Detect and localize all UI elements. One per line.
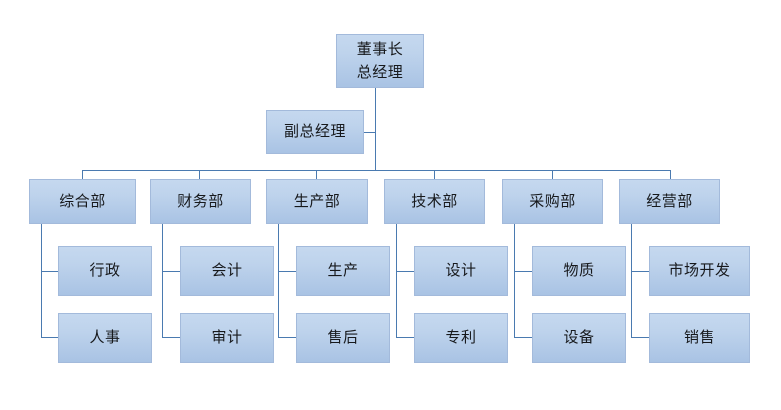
- node-department-3[interactable]: 生产部: [266, 179, 368, 224]
- node-department-5[interactable]: 采购部: [502, 179, 603, 224]
- connector-branch-2-b: [162, 337, 180, 338]
- connector-deputy-stub: [364, 132, 376, 133]
- node-subunit-5-a-label: 物质: [563, 262, 595, 280]
- node-department-5-label: 采购部: [529, 192, 576, 210]
- node-department-4[interactable]: 技术部: [384, 179, 485, 224]
- node-subunit-1-b-label: 人事: [89, 329, 121, 347]
- node-subunit-6-b[interactable]: 销售: [649, 313, 750, 363]
- connector-branch-3-b: [278, 337, 296, 338]
- node-department-4-label: 技术部: [411, 192, 458, 210]
- node-subunit-5-b-label: 设备: [563, 329, 595, 347]
- node-department-1-label: 综合部: [59, 192, 106, 210]
- node-subunit-4-a[interactable]: 设计: [414, 246, 508, 296]
- connector-branch-2-a: [162, 271, 180, 272]
- node-department-6-label: 经营部: [646, 192, 693, 210]
- node-subunit-4-b[interactable]: 专利: [414, 313, 508, 363]
- node-subunit-5-a[interactable]: 物质: [532, 246, 626, 296]
- node-department-6[interactable]: 经营部: [619, 179, 720, 224]
- connector-drop-dept-5: [552, 170, 553, 179]
- node-chairman-gm-line2: 总经理: [356, 64, 404, 81]
- connector-drop-dept-1: [82, 170, 83, 179]
- connector-drop-dept-6: [670, 170, 671, 179]
- node-subunit-6-a[interactable]: 市场开发: [649, 246, 750, 296]
- node-subunit-4-b-label: 专利: [445, 329, 477, 347]
- connector-branch-4-b: [396, 337, 414, 338]
- connector-department-bus: [82, 170, 671, 171]
- connector-spine-dept-1: [41, 224, 42, 337]
- connector-spine-dept-6: [631, 224, 632, 337]
- connector-branch-1-a: [41, 271, 59, 272]
- node-subunit-6-b-label: 销售: [683, 329, 715, 347]
- node-subunit-3-a-label: 生产: [327, 262, 359, 280]
- connector-branch-4-a: [396, 271, 414, 272]
- connector-spine-dept-3: [278, 224, 279, 337]
- node-subunit-5-b[interactable]: 设备: [532, 313, 626, 363]
- connector-branch-6-a: [631, 271, 649, 272]
- node-chairman-gm-line1: 董事长: [356, 40, 404, 58]
- node-subunit-2-b-label: 审计: [211, 329, 243, 347]
- connector-branch-5-b: [514, 337, 532, 338]
- connector-drop-dept-2: [199, 170, 200, 179]
- node-deputy-gm-label: 副总经理: [283, 123, 346, 141]
- node-deputy-gm[interactable]: 副总经理: [266, 110, 364, 154]
- node-chairman-gm[interactable]: 董事长 总经理: [336, 34, 424, 88]
- connector-drop-dept-3: [316, 170, 317, 179]
- node-subunit-2-a-label: 会计: [211, 262, 243, 280]
- node-department-1[interactable]: 综合部: [29, 179, 136, 224]
- connector-trunk-vertical: [375, 88, 376, 171]
- node-subunit-2-a[interactable]: 会计: [180, 246, 274, 296]
- node-subunit-2-b[interactable]: 审计: [180, 313, 274, 363]
- connector-branch-3-a: [278, 271, 296, 272]
- node-subunit-3-b[interactable]: 售后: [296, 313, 390, 363]
- node-subunit-1-a-label: 行政: [89, 262, 121, 280]
- node-subunit-1-b[interactable]: 人事: [58, 313, 152, 363]
- connector-branch-1-b: [41, 337, 59, 338]
- connector-drop-dept-4: [434, 170, 435, 179]
- node-subunit-6-a-label: 市场开发: [668, 262, 731, 280]
- connector-spine-dept-4: [396, 224, 397, 337]
- node-subunit-4-a-label: 设计: [445, 262, 477, 280]
- node-department-3-label: 生产部: [293, 192, 341, 210]
- node-subunit-1-a[interactable]: 行政: [58, 246, 152, 296]
- node-subunit-3-a[interactable]: 生产: [296, 246, 390, 296]
- connector-branch-5-a: [514, 271, 532, 272]
- connector-spine-dept-5: [514, 224, 515, 337]
- connector-branch-6-b: [631, 337, 649, 338]
- node-department-2-label: 财务部: [177, 192, 224, 210]
- node-subunit-3-b-label: 售后: [327, 329, 359, 347]
- node-department-2[interactable]: 财务部: [150, 179, 251, 224]
- connector-spine-dept-2: [162, 224, 163, 337]
